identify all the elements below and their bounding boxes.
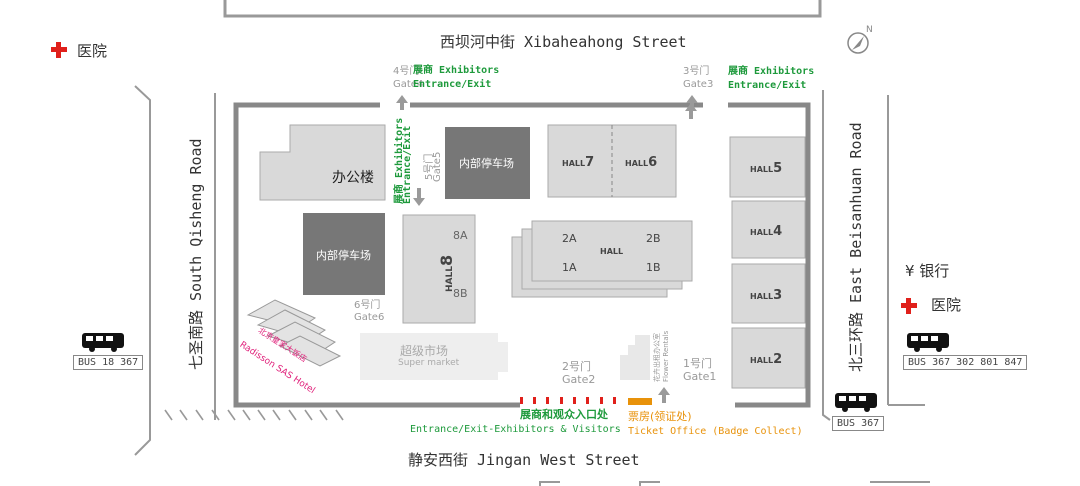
- hall2-label: HALL2: [750, 352, 783, 367]
- hall-1b-label: 1B: [646, 261, 661, 274]
- exhibitor-gate4-line2: Entrance/Exit: [413, 79, 492, 90]
- hall1-label: HALL: [600, 247, 624, 256]
- parking-lot-west: [303, 213, 385, 295]
- hall-1-2: [531, 220, 693, 282]
- exhibitor-gate3-line2: Entrance/Exit: [728, 80, 807, 91]
- bus-label-east: BUS 367 302 801 847: [903, 355, 1028, 370]
- hall5-label: HALL5: [750, 161, 783, 176]
- gate1-en: Gate1: [683, 370, 717, 383]
- hall-5: [729, 136, 806, 198]
- supermarket-cn: 超级市场: [400, 344, 449, 358]
- exhibitor-gate3-line1: 展商 Exhibitors: [728, 66, 815, 77]
- hall-8b-label: 8B: [453, 287, 468, 300]
- supermarket-en: Super market: [398, 358, 460, 368]
- bus-icon: [835, 393, 877, 412]
- exhibitor-gate5-line2: Entrance/Exit: [402, 125, 413, 204]
- hotel-building: [246, 299, 342, 367]
- tree-row: [164, 409, 344, 421]
- hall-3: [731, 263, 806, 324]
- flower-rentals: [620, 335, 650, 380]
- ticket-office-bar: [628, 398, 652, 405]
- hospital-label-west: 医院: [77, 42, 108, 60]
- hall7-label: HALL7: [562, 155, 595, 170]
- hospital-icon: [901, 298, 917, 314]
- office-label: 办公楼: [332, 170, 374, 186]
- bus-icon: [82, 333, 124, 352]
- hall-2a-label: 2A: [562, 232, 577, 245]
- bus-label-west: BUS 18 367: [73, 355, 144, 370]
- hall-2: [731, 327, 806, 389]
- hall-8: [402, 214, 476, 324]
- street-west: 七圣南路 South Qisheng Road: [187, 138, 205, 370]
- gate6-en: Gate6: [354, 312, 385, 323]
- hall6-label: HALL6: [625, 155, 658, 170]
- flower-en: Flower Rentals: [662, 330, 670, 382]
- gate3-cn: 3号门: [683, 66, 710, 77]
- parking-lot-north: [445, 127, 530, 199]
- east-road-edge-inner: [822, 90, 831, 421]
- flower-cn: 花卉出租办公室: [653, 333, 661, 382]
- gate4-en: Gate4: [393, 79, 424, 90]
- hall-1a-label: 1A: [562, 261, 577, 274]
- svg-text:N: N: [866, 25, 873, 35]
- entrance-red-arrows: [520, 397, 616, 404]
- hall-2b-label: 2B: [646, 232, 661, 245]
- gate2-en: Gate2: [562, 373, 596, 386]
- ticket-office-en: Ticket Office (Badge Collect): [628, 426, 803, 437]
- gate1-cn: 1号门: [683, 357, 712, 370]
- compass-icon: N: [847, 25, 873, 54]
- hospital-label-east: 医院: [931, 296, 962, 314]
- ticket-office-cn: 票房(领证处): [628, 410, 692, 423]
- office-building: [259, 124, 386, 201]
- hall-8a-label: 8A: [453, 229, 468, 242]
- gate2-cn: 2号门: [562, 360, 591, 373]
- supermarket: [360, 333, 498, 380]
- bank-label: ¥ 银行: [905, 262, 950, 280]
- bus-label-southeast: BUS 367: [832, 416, 885, 431]
- street-north: 西坝河中街 Xibaheahong Street: [440, 33, 687, 51]
- exhibitor-gate4-line1: 展商 Exhibitors: [413, 65, 500, 76]
- street-east: 北三环路 East Beisanhuan Road: [847, 122, 865, 372]
- hospital-icon: [51, 42, 67, 58]
- gate3-en: Gate3: [683, 79, 714, 90]
- gate6-cn: 6号门: [354, 300, 381, 311]
- hall-4: [731, 200, 806, 259]
- gate-arrows: [396, 95, 698, 403]
- hall3-label: HALL3: [750, 288, 783, 303]
- north-road-edge: [223, 0, 822, 18]
- gate5-en: Gate5: [432, 151, 443, 182]
- gate4-cn: 4号门: [393, 66, 420, 77]
- main-entrance-en: Entrance/Exit-Exhibitors & Visitors: [410, 424, 621, 435]
- hall4-label: HALL4: [750, 224, 783, 239]
- street-south: 静安西街 Jingan West Street: [408, 451, 640, 469]
- bus-icon: [907, 333, 949, 352]
- west-road-edge: [134, 85, 151, 456]
- main-entrance-cn: 展商和观众入口处: [520, 408, 608, 421]
- parking-north-label: 内部停车场: [459, 157, 514, 170]
- compound-wall: [233, 102, 811, 408]
- parking-west-label: 内部停车场: [316, 249, 371, 262]
